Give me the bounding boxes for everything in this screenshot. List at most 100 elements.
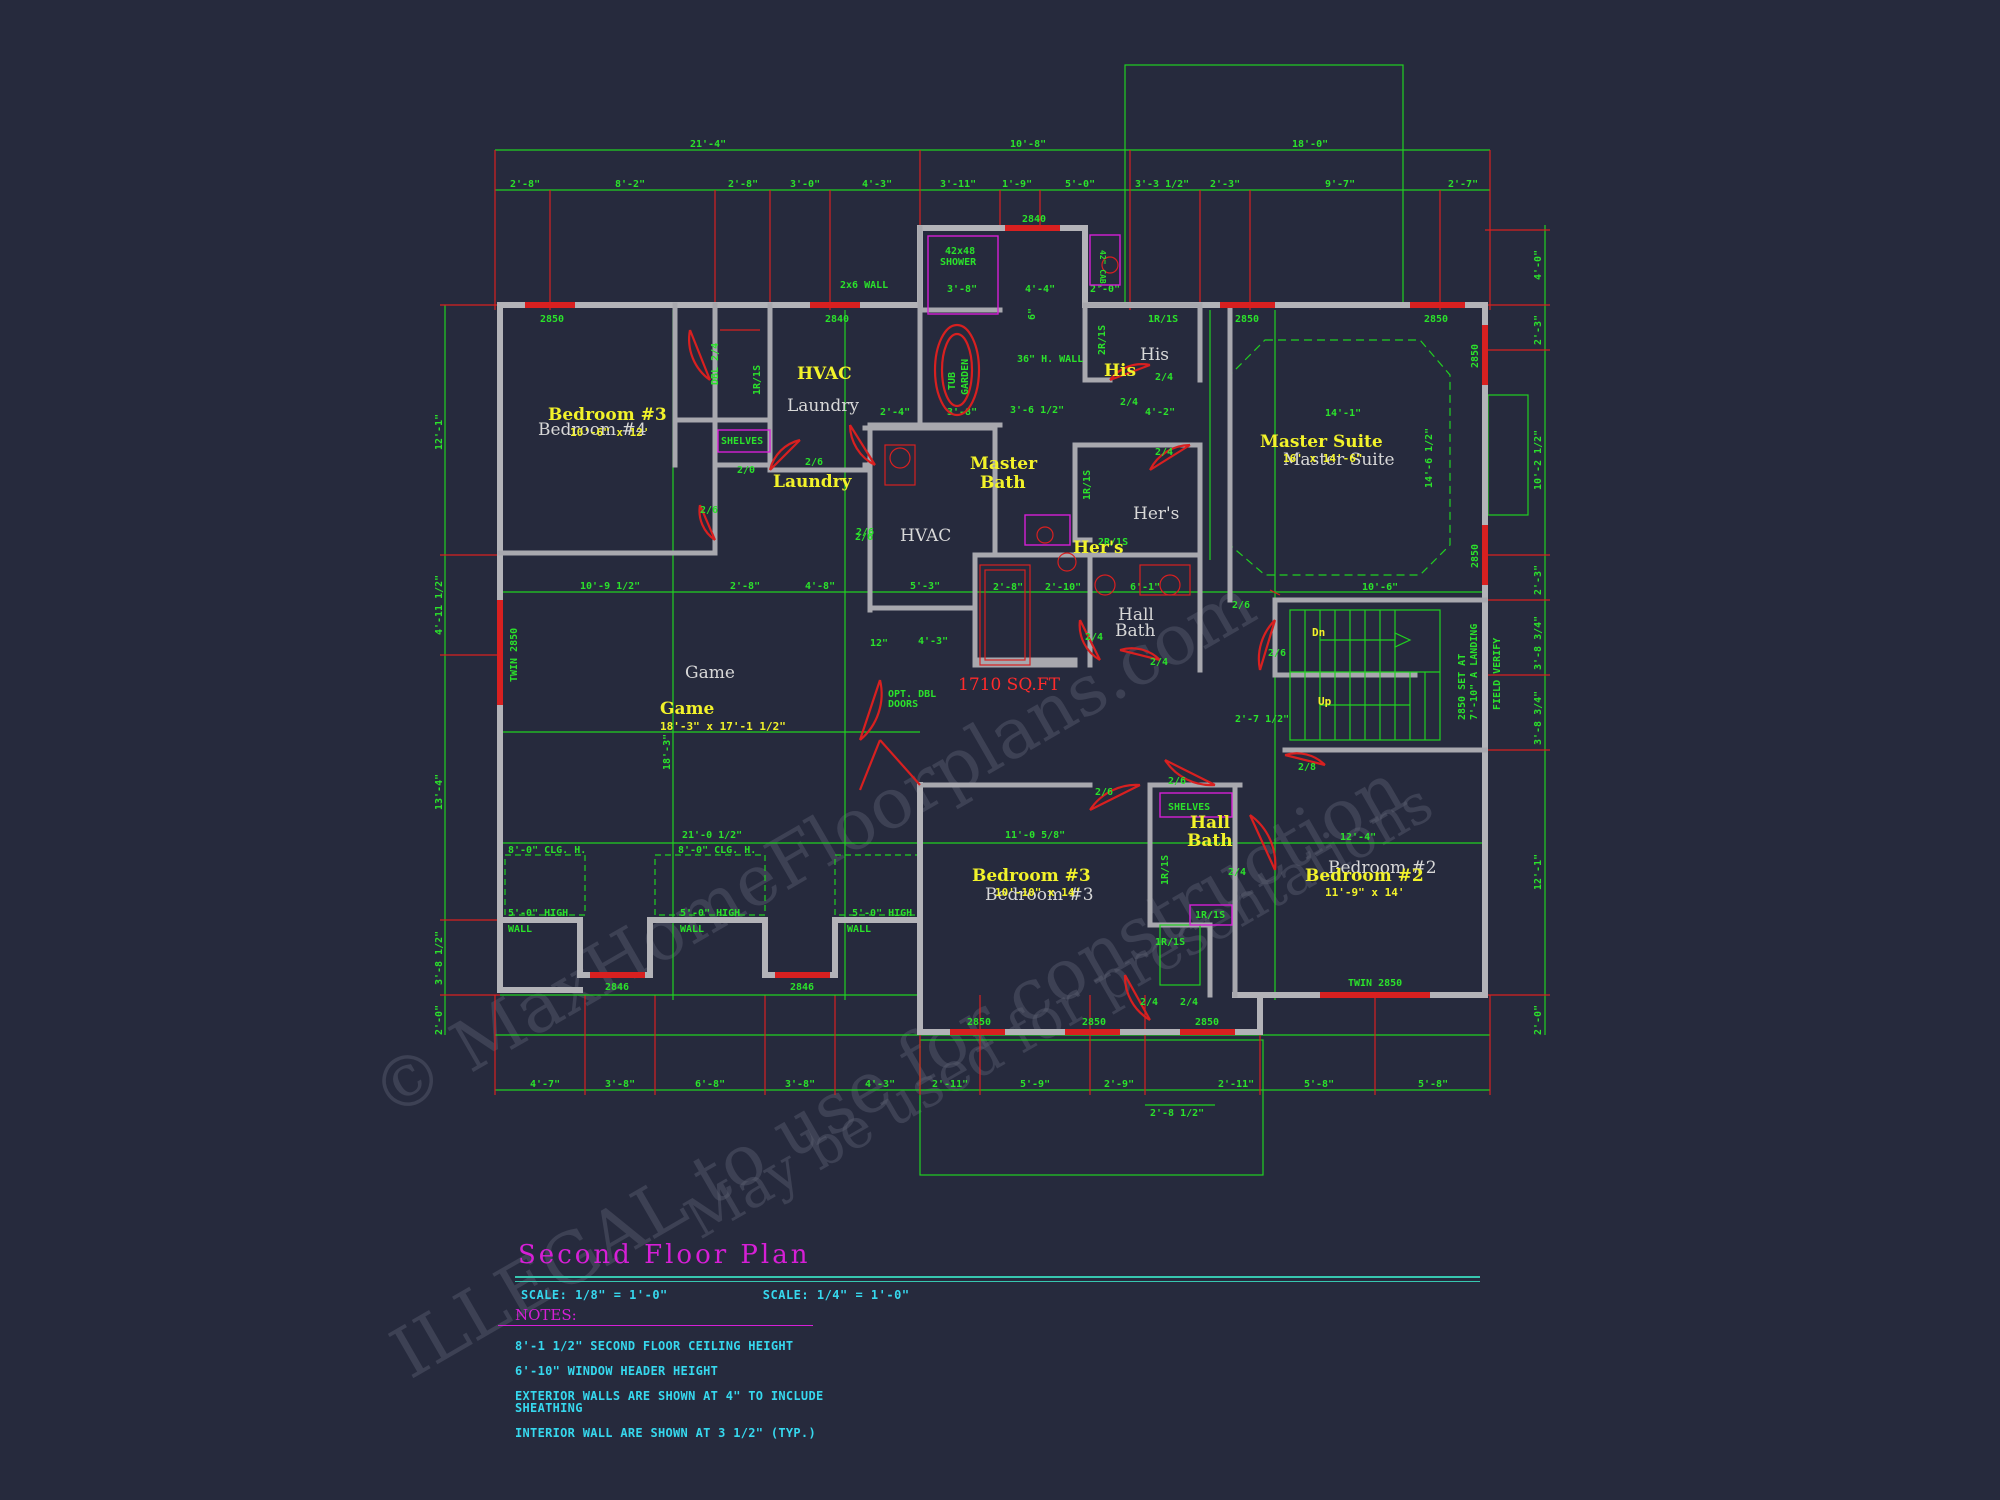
fixture-notes: 42x48 SHOWER TUB GARDEN 2x6 WALL 36" H. … bbox=[508, 246, 1083, 935]
bedroom-2-size: 11'-9" x 14' bbox=[1325, 886, 1404, 899]
notes-underline bbox=[498, 1325, 813, 1326]
door-label-8: 2/4 bbox=[1085, 632, 1103, 643]
tub-label-2: GARDEN bbox=[960, 359, 971, 395]
dim-int-h: 12'-4" bbox=[1340, 832, 1376, 843]
dim-int-l: 2'-7 1/2" bbox=[1235, 714, 1289, 725]
dim-int-p: 3'-8" bbox=[947, 284, 977, 295]
shelf-label-4: 1R/1S bbox=[1082, 470, 1093, 500]
square-footage: 1710 SQ.FT bbox=[958, 675, 1061, 695]
dim-top2-j: 2'-3" bbox=[1210, 179, 1240, 190]
window-label-2: 2840 bbox=[825, 314, 849, 325]
dim-top2-i: 3'-3 1/2" bbox=[1135, 179, 1189, 190]
shelf-label-1: 1R/1S bbox=[1148, 314, 1178, 325]
dim-int-u: 4'-4" bbox=[1025, 284, 1055, 295]
fixtures bbox=[884, 234, 1201, 986]
dim-right-g: 12'-1" bbox=[1533, 854, 1544, 890]
window-label-12: 2850 bbox=[1082, 1017, 1106, 1028]
shower-label: 42x48 bbox=[945, 246, 975, 257]
shelf-label-7: 1R/1S bbox=[1195, 910, 1225, 921]
plan-title: Second Floor Plan bbox=[518, 1240, 811, 1270]
dim-int-e: 4'-3" bbox=[918, 636, 948, 647]
door-label-2: 2/0 bbox=[737, 465, 755, 476]
window-label-11: 2850 bbox=[967, 1017, 991, 1028]
wall-height-1: 5'-0" HIGH bbox=[508, 908, 568, 919]
bedroom-3-s-ghost-label: Bedroom #3 bbox=[985, 885, 1094, 905]
wall-height-3: 5'-0" HIGH bbox=[852, 908, 912, 919]
window-label-13: 2850 bbox=[1195, 1017, 1219, 1028]
dim-bot-k: 5'-8" bbox=[1418, 1079, 1448, 1090]
door-label-15: 2/8 bbox=[1298, 762, 1316, 773]
window-label-9: 2846 bbox=[605, 982, 629, 993]
wall-note-3: WALL bbox=[847, 924, 871, 935]
window-label-3: 2840 bbox=[1022, 214, 1046, 225]
dim-int-v: 2'-0" bbox=[1090, 284, 1120, 295]
door-label-16: 2/4 bbox=[1228, 867, 1246, 878]
opt-doors-label: OPT. DBL bbox=[888, 689, 936, 700]
half-wall-label: 36" H. WALL bbox=[1017, 354, 1083, 365]
door-swings: 2/6 2/0 2/6 2/6 2/4 2/4 2/4 2/4 2/6 2/6 … bbox=[688, 314, 1326, 1021]
title-block: Second Floor Plan SCALE: 1/8" = 1'-0" SC… bbox=[515, 1240, 1480, 1302]
window-label-7: 2850 bbox=[1470, 544, 1481, 568]
laundry-label: Laundry bbox=[773, 472, 853, 492]
shelf-label-5: 2R/1S bbox=[1098, 537, 1128, 548]
dim-bot-f: 2'-11" bbox=[932, 1079, 968, 1090]
dim-int-t: 3'-8" bbox=[947, 407, 977, 418]
bedroom-2-label: Bedroom #2 bbox=[1305, 866, 1424, 886]
dim-int-w: 6" bbox=[1027, 308, 1038, 320]
stair-up-label: Up bbox=[1318, 695, 1332, 708]
hvac-top-label: HVAC bbox=[797, 364, 852, 384]
dim-int-b: 2'-8" bbox=[730, 581, 760, 592]
hvac-mid-label: HVAC bbox=[900, 526, 951, 546]
door-label-14: 2/6 bbox=[1168, 776, 1186, 787]
ceiling-height-2: 8'-0" CLG. H. bbox=[678, 845, 756, 856]
stair-down-label: Dn bbox=[1312, 626, 1325, 639]
game-size: 18'-3" x 17'-1 1/2" bbox=[660, 720, 786, 733]
shelves-label-1: SHELVES bbox=[721, 436, 763, 447]
hall-bath-b-label-2: Bath bbox=[1187, 831, 1233, 851]
hall-bath-a-label-2: Bath bbox=[1115, 621, 1155, 641]
dimension-top: 21'-4" 10'-8" 18'-0" 2'-8" 8'-2" 2'-8" 3… bbox=[494, 139, 1491, 310]
dim-bot-j: 5'-8" bbox=[1304, 1079, 1334, 1090]
master-suite-size: 16' x 14'-6" bbox=[1283, 452, 1362, 465]
dim-top2-e: 4'-3" bbox=[862, 179, 892, 190]
window-label-6: 2850 bbox=[1470, 344, 1481, 368]
shelf-label-6: 1R/1S bbox=[1160, 855, 1171, 885]
dim-int-c: 4'-8" bbox=[805, 581, 835, 592]
dim-right-b: 2'-3" bbox=[1533, 315, 1544, 345]
dim-int-n: 2'-8" bbox=[993, 582, 1023, 593]
title-underline-2 bbox=[515, 1281, 1480, 1282]
room-labels: Bedroom #4 Bedroom #3 10'-6" x 12' HVAC … bbox=[538, 345, 1437, 905]
dim-int-r: 4'-2" bbox=[1145, 407, 1175, 418]
dim-left-b: 4'-11 1/2" bbox=[434, 575, 445, 635]
dim-bot-g: 5'-9" bbox=[1020, 1079, 1050, 1090]
dim-bot-h: 2'-9" bbox=[1104, 1079, 1134, 1090]
shower-label-2: SHOWER bbox=[940, 257, 977, 268]
dim-top2-b: 8'-2" bbox=[615, 179, 645, 190]
window-label-4: 2850 bbox=[1235, 314, 1259, 325]
shelf-label-2: 1R/1S bbox=[752, 365, 763, 395]
hers-label-white: Her's bbox=[1133, 504, 1179, 524]
dim-left-e: 2'-0" bbox=[434, 1005, 445, 1035]
note-item: EXTERIOR WALLS ARE SHOWN AT 4" TO INCLUD… bbox=[515, 1389, 824, 1415]
notes-title: NOTES: bbox=[515, 1306, 577, 1324]
master-suite-label: Master Suite bbox=[1260, 432, 1383, 452]
windows: 2850 2840 2840 2850 2850 2850 2850 TWIN … bbox=[497, 214, 1488, 1035]
dim-int-d: 5'-3" bbox=[910, 581, 940, 592]
dim-top2-c: 2'-8" bbox=[728, 179, 758, 190]
dim-int-k: 14'-6 1/2" bbox=[1424, 428, 1435, 488]
dim-right-f: 3'-8 3/4" bbox=[1533, 691, 1544, 745]
dim-int-j: 10'-6" bbox=[1362, 582, 1398, 593]
door-label-12: 2/4 bbox=[1150, 657, 1168, 668]
dim-right-d: 2'-3" bbox=[1533, 565, 1544, 595]
dim-bot-d: 3'-8" bbox=[785, 1079, 815, 1090]
dim-bot-i: 2'-11" bbox=[1218, 1079, 1254, 1090]
hall-bath-a-label-1: Hall bbox=[1118, 605, 1154, 625]
dim-top-2: 10'-8" bbox=[1010, 139, 1046, 150]
dbl-label: DBL 2/4 bbox=[710, 343, 721, 385]
dim-int-s: 2'-4" bbox=[880, 407, 910, 418]
dim-right-h: 2'-0" bbox=[1533, 1005, 1544, 1035]
dimension-left: 12'-1" 4'-11 1/2" 13'-4" 3'-8 1/2" 2'-0" bbox=[434, 304, 500, 1035]
dim-top2-a: 2'-8" bbox=[510, 179, 540, 190]
bedroom-4-ghost-label: Bedroom #4 bbox=[538, 420, 647, 440]
